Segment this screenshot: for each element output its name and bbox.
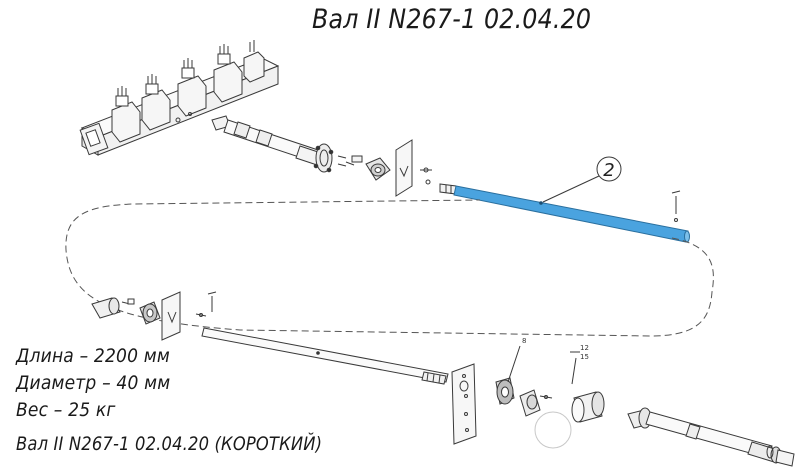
spec-length: Длина – 2200 мм [16,345,170,367]
callout-label-2: 2 [603,160,614,181]
lower-coupling-group [91,291,217,341]
gearbox-assembly [79,40,280,156]
continuation-dashed-loop [65,199,714,337]
diagram-title: Вал II N267-1 02.04.20 [312,4,592,35]
lower-end-shaft [534,391,795,467]
lower-mounting-plate [451,345,580,445]
highlighted-shaft [439,183,690,243]
upper-flange-bearing [365,139,432,197]
callout-label-15: 15 [580,353,589,361]
callout-label-12: 12 [580,344,589,352]
short-shaft-caption: Вал II N267-1 02.04.20 (КОРОТКИЙ) [16,433,323,455]
spec-weight: Вес – 25 кг [16,399,116,421]
callout-label-8: 8 [522,337,526,345]
lower-long-shaft [201,327,449,385]
upper-drive-shaft [211,115,363,173]
callout-2 [542,156,622,203]
spec-diameter: Диаметр – 40 мм [16,372,171,394]
